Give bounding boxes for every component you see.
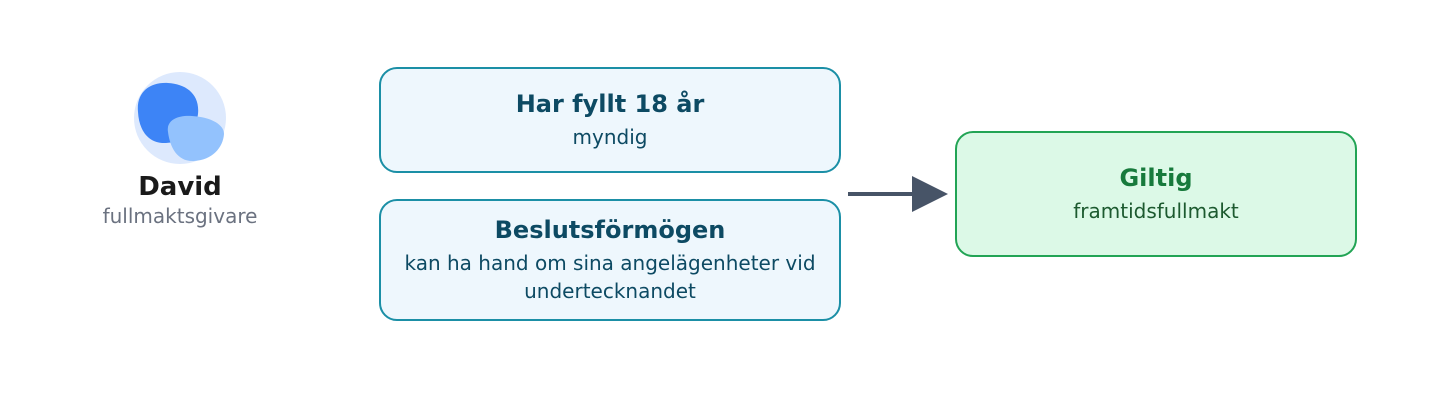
person-name: David (138, 172, 222, 202)
arrow-right-icon (848, 176, 948, 212)
condition-box-age: Har fyllt 18 år myndig (379, 67, 841, 173)
person-role: fullmaktsgivare (102, 204, 258, 228)
condition-title: Beslutsförmögen (494, 216, 726, 244)
result-title: Giltig (1119, 164, 1193, 192)
person-avatar-icon (134, 72, 226, 164)
condition-subtitle: myndig (572, 125, 648, 149)
condition-title: Har fyllt 18 år (515, 90, 705, 118)
person-node: David fullmaktsgivare (80, 72, 280, 228)
result-box: Giltig framtidsfullmakt (955, 131, 1357, 257)
condition-box-capacity: Beslutsförmögen kan ha hand om sina ange… (379, 199, 841, 321)
result-subtitle: framtidsfullmakt (1073, 199, 1239, 223)
condition-subtitle: kan ha hand om sina angelägenheter vid u… (404, 251, 816, 303)
